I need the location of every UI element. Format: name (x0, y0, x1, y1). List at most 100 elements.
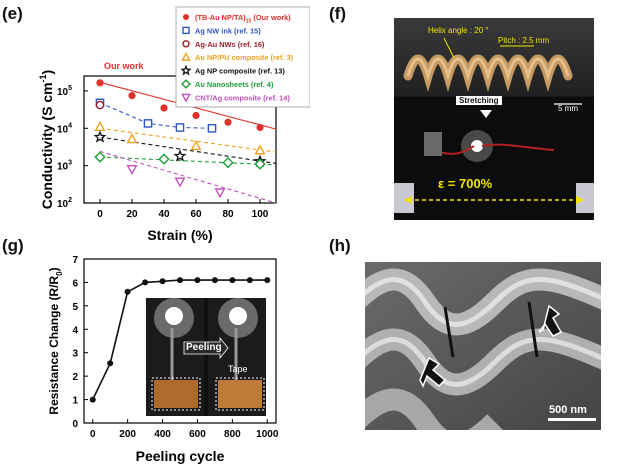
legend-entry-4: Ag NP composite (ref. 13) (195, 67, 285, 76)
y-tick-label-g-2: 2 (72, 372, 78, 383)
legend-entry-2: Ag-Au NWs (ref. 16) (195, 40, 265, 49)
y-tick-label-g-6: 6 (72, 278, 78, 289)
panel-label-g: (g) (2, 236, 24, 255)
x-tick-label-5: 100 (252, 209, 269, 220)
data-point-s0-5 (256, 123, 264, 132)
scale-bar-f: 5 mm (558, 104, 578, 113)
data-point-s3-3 (254, 144, 266, 155)
panel-label-e: (e) (2, 4, 23, 23)
y-tick-label-3: 105 (57, 85, 72, 98)
stretching-label: Stretching (456, 96, 502, 105)
fit-line-3 (99, 127, 277, 153)
plot-frame-g (83, 258, 277, 424)
data-point-5 (177, 277, 183, 284)
y-tick-label-g-3: 3 (72, 349, 78, 360)
data-point-s1-2 (175, 123, 185, 132)
data-point-s5-3 (254, 158, 266, 170)
helix-angle-label: Helix angle : 20 ° (428, 26, 489, 35)
data-point-s0-1 (128, 92, 136, 100)
legend-entry-3: Au NP/PU composite (ref. 3) (195, 53, 294, 62)
data-point-s6-0 (126, 164, 138, 176)
x-tick-label-g-4: 800 (224, 429, 241, 440)
peeling-inset-photo: Peeling Tape (146, 298, 266, 416)
legend-marker-5 (181, 79, 191, 89)
y-tick-label-g-1: 1 (72, 396, 78, 407)
data-point-8 (229, 277, 236, 284)
sem-micrograph: 500 nm (365, 262, 601, 430)
data-point-9 (246, 277, 253, 284)
x-axis-label: Strain (%) (147, 227, 212, 243)
y-axis-label-g: Resistance Change (R/R0) (47, 267, 64, 414)
data-point-0 (89, 396, 96, 403)
data-point-4 (159, 278, 166, 285)
legend-marker-6 (181, 93, 191, 103)
legend-marker-3 (181, 52, 191, 61)
data-point-s0-2 (160, 104, 168, 112)
data-point-2 (124, 288, 131, 295)
data-point-s6-2 (214, 188, 226, 199)
data-point-s0-4 (224, 118, 232, 126)
data-point-3 (142, 279, 149, 286)
legend-entry-1: Ag NW ink (ref. 15) (195, 26, 261, 35)
data-point-s3-2 (190, 140, 202, 151)
stretchable-helix-photo: Helix angle : 20 ° Pitch : 2.5 mm Stretc… (394, 18, 594, 220)
helix-sample (403, 54, 573, 92)
fit-line-6 (99, 150, 277, 204)
legend-marker-2 (182, 40, 190, 48)
data-point-s1-3 (207, 123, 217, 133)
legend-entry-0: (TB-Au NP/TA)15 (Our work) (195, 13, 291, 25)
x-tick-label-3: 60 (190, 209, 202, 220)
x-tick-label-g-1: 200 (119, 429, 136, 440)
legend-box (175, 6, 310, 108)
y-tick-label-0: 102 (57, 197, 72, 210)
fit-line-4 (99, 136, 277, 164)
x-tick-label-4: 80 (222, 209, 234, 220)
scale-bar-h: 500 nm (549, 404, 587, 416)
legend-entry-5: Au Nanosheets (ref. 4) (195, 80, 274, 89)
data-point-6 (194, 277, 201, 284)
data-point-s0-0 (96, 79, 104, 87)
panel-label-f: (f) (329, 4, 346, 23)
pitch-label: Pitch : 2.5 mm (498, 36, 550, 45)
y-tick-label-g-5: 5 (72, 302, 78, 313)
fit-line-5 (99, 156, 277, 166)
fit-line-1 (99, 102, 213, 129)
arrow-icon-right (538, 304, 563, 337)
y-axis-label: Conductivity (S cm-1) (38, 70, 55, 209)
tape-label: Tape (228, 364, 248, 374)
y-tick-label-2: 104 (57, 122, 72, 135)
data-point-s5-0 (94, 151, 106, 163)
x-tick-label-0: 0 (97, 209, 103, 220)
legend-entry-6: CNT/Ag composite (ref. 14) (195, 93, 290, 102)
legend-marker-0 (183, 14, 189, 20)
legend: (TB-Au NP/TA)15 (Our work)Ag NW ink (ref… (175, 6, 310, 108)
peeling-label: Peeling (186, 342, 222, 353)
x-tick-label-g-3: 600 (189, 429, 206, 440)
data-point-s3-1 (126, 133, 138, 144)
y-tick-label-g-7: 7 (72, 255, 78, 266)
x-tick-label-g-2: 400 (154, 429, 171, 440)
arrow-icon-left (419, 356, 447, 388)
data-point-7 (211, 277, 218, 284)
y-tick-label-1: 103 (57, 160, 72, 173)
data-point-s4-0 (93, 130, 107, 143)
down-arrow-icon (480, 110, 492, 118)
y-tick-label-g-4: 4 (72, 325, 78, 336)
our-work-annotation: Our work (104, 61, 145, 71)
data-point-10 (264, 277, 271, 284)
data-point-1 (107, 360, 114, 367)
legend-marker-4 (180, 64, 192, 76)
right-arrow-icon (183, 336, 229, 360)
x-tick-label-1: 20 (126, 209, 138, 220)
x-tick-label-g-5: 1000 (256, 429, 279, 440)
data-point-s1-1 (143, 119, 153, 128)
data-point-s2-0 (95, 100, 105, 110)
data-point-s3-0 (94, 120, 106, 132)
x-axis-label-g: Peeling cycle (136, 448, 225, 464)
data-point-s5-1 (158, 153, 170, 165)
panel-label-h: (h) (329, 236, 351, 255)
x-tick-label-2: 40 (158, 209, 170, 220)
data-point-s6-1 (174, 177, 186, 188)
